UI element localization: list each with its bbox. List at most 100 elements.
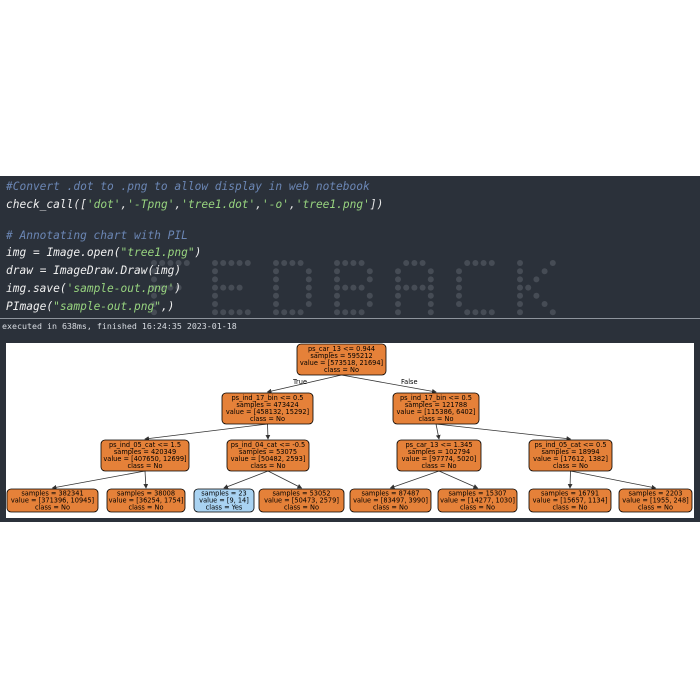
tree-node-label: value = [371396, 10945]	[11, 496, 94, 504]
tree-node-label: value = [115386, 6402]	[396, 408, 475, 416]
tree-node-label: value = [17612, 1382]	[533, 455, 608, 463]
tree-node-label: value = [573518, 21694]	[300, 359, 383, 367]
tree-edge	[51, 470, 146, 490]
tree-node-box	[106, 488, 186, 513]
tree-node-box	[296, 343, 387, 376]
tree-node-box	[528, 439, 613, 472]
code-token: ,)	[160, 300, 175, 313]
tree-node-label: value = [50473, 2579]	[264, 496, 339, 504]
notebook-cell: #Convert .dot to .png to allow display i…	[0, 176, 700, 522]
code-line: img = Image.open("tree1.png")	[6, 246, 201, 259]
tree-node-label: class = No	[373, 503, 408, 511]
tree-node-label: class = No	[284, 503, 319, 511]
tree-edge	[570, 470, 657, 490]
tree-edge	[389, 470, 440, 489]
tree-node-label: samples = 15307	[448, 490, 506, 498]
tree-node-label: samples = 595212	[310, 352, 372, 360]
code-token: Image.open(	[46, 246, 121, 259]
tree-node-label: value = [407650, 12699]	[103, 455, 186, 463]
tree-node-label: samples = 53075	[239, 448, 297, 456]
tree-edge	[341, 374, 437, 394]
tree-edge	[435, 423, 441, 440]
code-token: 'tree1.dot'	[181, 198, 256, 211]
tree-edge	[266, 374, 342, 394]
tree-node-box	[258, 488, 345, 513]
code-token: check_call	[6, 198, 74, 211]
tree-node-label: value = [15657, 1134]	[533, 496, 608, 504]
tree-node-label: value = [97774, 5020]	[402, 455, 477, 463]
tree-node-label: samples = 53052	[272, 490, 330, 498]
tree-node-label: class = No	[418, 415, 453, 423]
code-token: ImageDraw.Draw(img)	[53, 264, 182, 277]
tree-node-box	[226, 439, 310, 472]
code-token: =	[39, 264, 54, 277]
code-token: "sample-out.png"	[53, 300, 161, 313]
code-token: )	[194, 246, 202, 259]
tree-node-label: value = [83497, 3990]	[353, 496, 428, 504]
tree-node-label: samples = 420349	[114, 448, 176, 456]
code-token: "tree1.png"	[120, 246, 195, 259]
code-cell[interactable]: #Convert .dot to .png to allow display i…	[0, 176, 700, 316]
code-token: )	[174, 282, 182, 295]
tree-node-label: class = No	[638, 503, 673, 511]
tree-edge	[223, 470, 269, 489]
tree-node-label: samples = 102794	[408, 448, 470, 456]
code-line: #Convert .dot to .png to allow display i…	[6, 180, 370, 193]
edge-label-false: False	[401, 378, 418, 386]
code-token: 'dot'	[86, 198, 121, 211]
tree-node-label: samples = 38008	[117, 490, 175, 498]
edge-label-true: True	[292, 378, 307, 386]
tree-node-label: samples = 382341	[21, 490, 83, 498]
tree-node-label: class = No	[552, 503, 587, 511]
tree-edge	[143, 470, 149, 489]
code-token: ,	[174, 198, 182, 211]
code-token: draw	[6, 264, 40, 277]
code-token: #Convert .dot to .png to allow display i…	[6, 180, 370, 193]
tree-node-label: class = No	[460, 503, 495, 511]
code-line: img.save('sample-out.png')	[6, 282, 181, 295]
code-token: # Annotating chart with PIL	[6, 229, 188, 242]
code-token: =	[32, 246, 47, 259]
tree-node-box	[100, 439, 190, 472]
code-token: '-o'	[262, 198, 289, 211]
tree-node-box	[193, 488, 255, 513]
tree-node-label: class = No	[35, 503, 70, 511]
tree-node-label: samples = 473424	[236, 401, 298, 409]
cell-divider	[0, 318, 700, 319]
tree-node-label: value = [14277, 1030]	[440, 496, 515, 504]
tree-node-label: class = No	[324, 366, 359, 374]
code-token: '-Tpng'	[127, 198, 175, 211]
tree-node-label: samples = 2203	[629, 490, 683, 498]
tree-edge	[265, 423, 271, 440]
tree-edge	[144, 423, 268, 441]
tree-node-box	[221, 392, 314, 425]
code-token: ,	[288, 198, 296, 211]
tree-node-label: class = No	[421, 462, 456, 470]
watermark-dots	[151, 260, 556, 316]
tree-node-label: ps_ind_17_bin <= 0.5	[231, 394, 303, 402]
code-line: PImage("sample-out.png",)	[6, 300, 174, 313]
code-line: check_call(['dot','-Tpng','tree1.dot','-…	[6, 198, 383, 211]
tree-node-label: class = No	[250, 462, 285, 470]
tree-edge	[438, 470, 479, 489]
tree-node-box	[392, 392, 480, 425]
tree-node-label: ps_ind_05_cat <= 1.5	[109, 441, 181, 449]
code-token: ,	[120, 198, 128, 211]
tree-node-label: value = [9, 14]	[199, 496, 249, 504]
code-token: 'tree1.png'	[295, 198, 370, 211]
tree-node-label: class = Yes	[206, 503, 243, 511]
